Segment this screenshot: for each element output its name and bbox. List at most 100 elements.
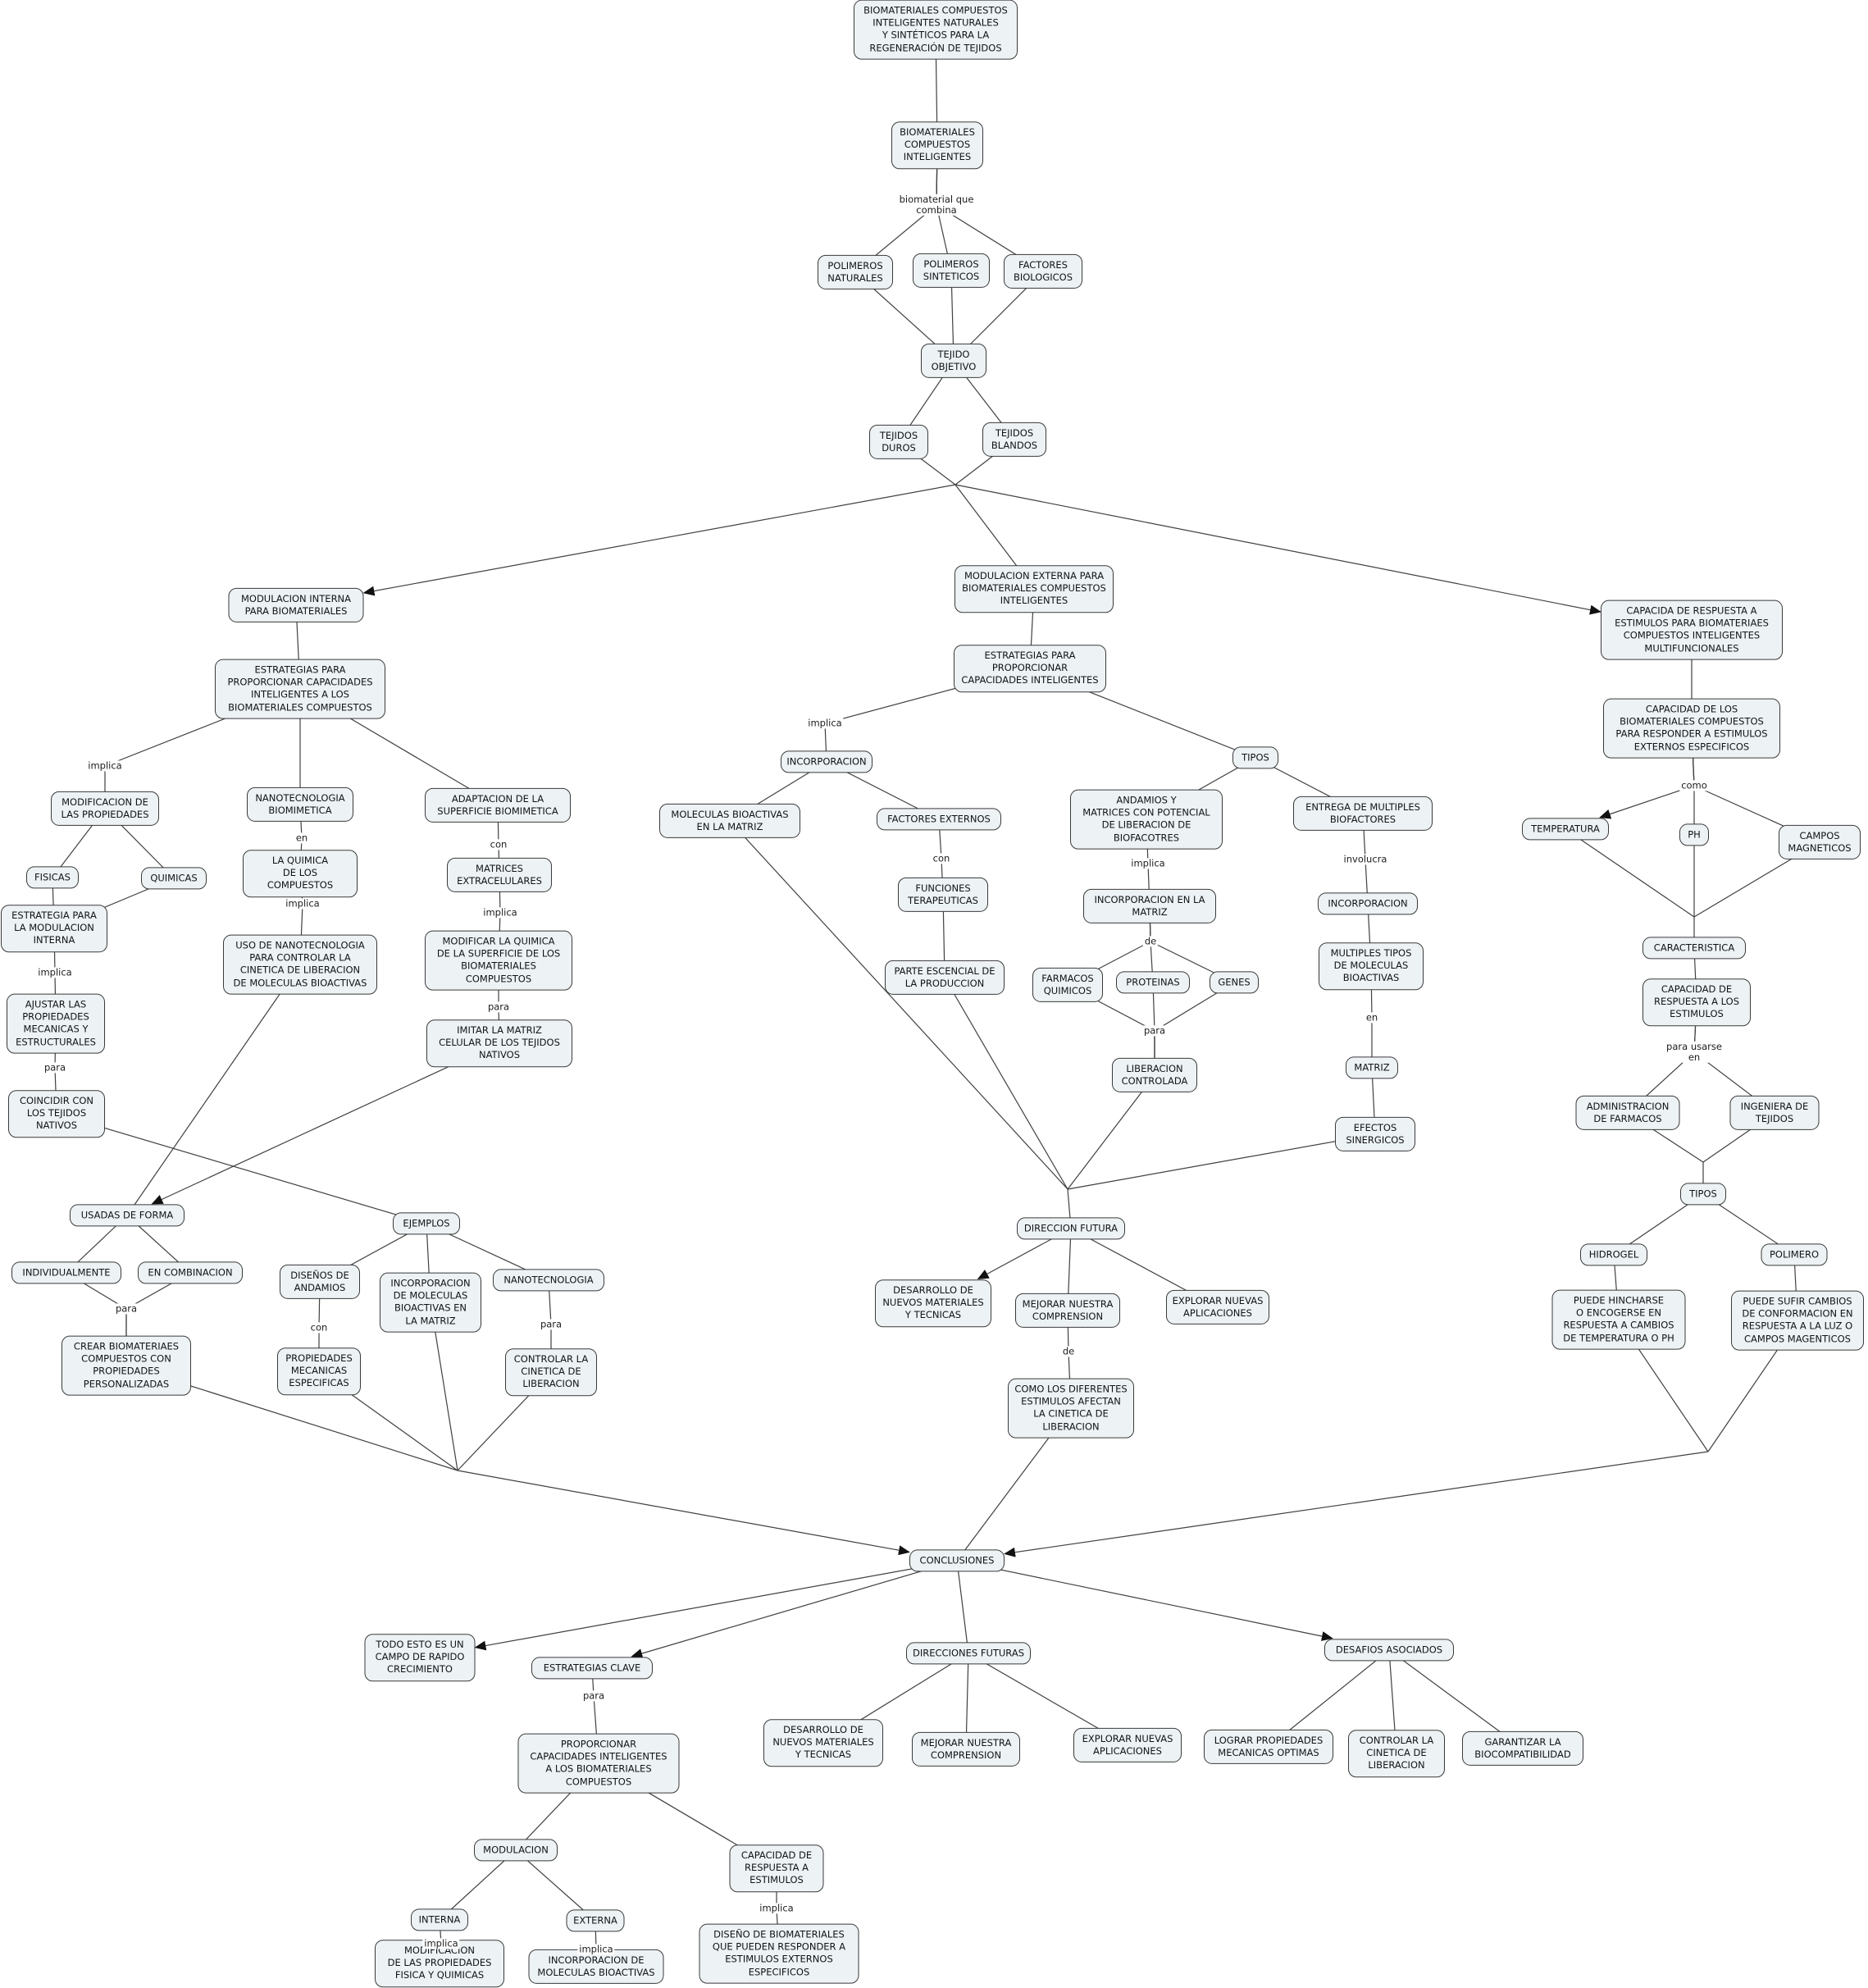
concept-node-matriz_r[interactable]: MATRIZ (1346, 1056, 1398, 1079)
concept-node-controlar_b[interactable]: CONTROLAR LA CINETICA DE LIBERACION (1348, 1730, 1445, 1777)
concept-node-polimero[interactable]: POLIMERO (1761, 1243, 1828, 1266)
concept-node-explorar_b[interactable]: EXPLORAR NUEVAS APLICACIONES (1073, 1727, 1182, 1763)
concept-node-interna_b[interactable]: INTERNA (411, 1908, 468, 1931)
concept-node-tipos_c[interactable]: TIPOS (1232, 746, 1278, 769)
concept-node-en_comb[interactable]: EN COMBINACION (138, 1261, 243, 1284)
concept-node-multiples[interactable]: MULTIPLES TIPOS DE MOLECULAS BIOACTIVAS (1319, 942, 1424, 990)
concept-node-disenos[interactable]: DISEÑOS DE ANDAMIOS (280, 1264, 360, 1300)
concept-node-moleculas[interactable]: MOLECULAS BIOACTIVAS EN LA MATRIZ (659, 803, 800, 839)
edge-line (474, 1560, 958, 1651)
concept-node-campos[interactable]: CAMPOS MAGNETICOS (1779, 824, 1861, 860)
concept-node-pol_sint[interactable]: POLIMEROS SINTETICOS (913, 253, 990, 289)
concept-node-nano_bio[interactable]: NANOTECNOLOGIA BIOMIMETICA (247, 787, 353, 823)
concept-node-bci[interactable]: BIOMATERIALES COMPUESTOS INTELIGENTES (891, 121, 983, 169)
concept-node-mod_externa[interactable]: MODULACION EXTERNA PARA BIOMATERIALES CO… (955, 565, 1114, 613)
concept-node-diseno_b[interactable]: DISEÑO DE BIOMATERIALES QUE PUEDEN RESPO… (699, 1923, 859, 1984)
concept-node-funciones[interactable]: FUNCIONES TERAPEUTICAS (898, 877, 988, 913)
concept-node-incorp_r[interactable]: INCORPORACION (1318, 892, 1418, 915)
concept-node-liberacion[interactable]: LIBERACION CONTROLADA (1112, 1057, 1197, 1093)
concept-node-modificacion[interactable]: MODIFICACION DE LAS PROPIEDADES (51, 791, 159, 827)
concept-node-la_quimica[interactable]: LA QUIMICA DE LOS COMPUESTOS (243, 850, 358, 897)
concept-node-adaptacion[interactable]: ADAPTACION DE LA SUPERFICIE BIOMIMETICA (425, 787, 571, 823)
concept-node-tejido_obj[interactable]: TEJIDO OBJETIVO (921, 343, 986, 379)
concept-node-incorp_c[interactable]: INCORPORACION (781, 750, 872, 773)
concept-node-temperatura[interactable]: TEMPERATURA (1522, 818, 1609, 841)
concept-node-explorar_f[interactable]: EXPLORAR NUEVAS APLICACIONES (1166, 1289, 1269, 1325)
concept-node-ejemplos[interactable]: EJEMPLOS (393, 1212, 460, 1235)
edge-line (1067, 1133, 1376, 1190)
concept-node-mejorar_b[interactable]: MEJORAR NUESTRA COMPRENSION (912, 1731, 1020, 1767)
concept-node-estr_left[interactable]: ESTRATEGIAS PARA PROPORCIONAR CAPACIDADE… (215, 659, 385, 719)
concept-node-farmacos[interactable]: FARMACOS QUIMICOS (1032, 967, 1103, 1003)
concept-node-como_dif[interactable]: COMO LOS DIFERENTES ESTIMULOS AFECTAN LA… (1008, 1378, 1134, 1439)
concept-node-ph[interactable]: PH (1679, 823, 1709, 846)
concept-node-estr_clave[interactable]: ESTRATEGIAS CLAVE (531, 1657, 653, 1680)
edge-line (631, 1560, 958, 1658)
concept-node-genes[interactable]: GENES (1210, 971, 1259, 994)
concept-node-crear[interactable]: CREAR BIOMATERIAES COMPUESTOS CON PROPIE… (62, 1335, 191, 1396)
concept-node-tipos_r[interactable]: TIPOS (1680, 1183, 1726, 1206)
concept-node-root[interactable]: BIOMATERIALES COMPUESTOS INTELIGENTES NA… (854, 0, 1018, 60)
concept-node-hincharse[interactable]: PUEDE HINCHARSE O ENCOGERSE EN RESPUESTA… (1551, 1289, 1686, 1350)
concept-node-incorp_ej[interactable]: INCORPORACION DE MOLECULAS BIOACTIVAS EN… (380, 1272, 481, 1333)
concept-node-imitar[interactable]: IMITAR LA MATRIZ CELULAR DE LOS TEJIDOS … (426, 1019, 572, 1067)
concept-node-parte[interactable]: PARTE ESCENCIAL DE LA PRODUCCION (885, 960, 1005, 996)
concept-node-coincidir[interactable]: COINCIDIR CON LOS TEJIDOS NATIVOS (8, 1090, 105, 1138)
concept-node-estr_mod[interactable]: ESTRATEGIA PARA LA MODULACION INTERNA (1, 905, 107, 952)
edge-line (944, 977, 1068, 1190)
concept-node-modulacion_b[interactable]: MODULACION (474, 1839, 558, 1862)
concept-node-fact_ext[interactable]: FACTORES EXTERNOS (877, 808, 1001, 831)
linking-phrase-label: para (113, 1302, 139, 1315)
linking-phrase-label: en (294, 832, 310, 844)
concept-node-administracion[interactable]: ADMINISTRACION DE FARMACOS (1575, 1095, 1680, 1131)
concept-node-lograr[interactable]: LOGRAR PROPIEDADES MECANICAS OPTIMAS (1204, 1729, 1333, 1765)
edge-line (126, 964, 301, 1216)
concept-node-fisicas[interactable]: FISICAS (26, 866, 79, 889)
concept-node-capacidad_est[interactable]: CAPACIDAD DE RESPUESTA A LOS ESTIMULOS (1642, 978, 1751, 1026)
concept-node-nano_ej[interactable]: NANOTECNOLOGIA (493, 1269, 604, 1292)
concept-node-caracteristica[interactable]: CARACTERISTICA (1642, 937, 1746, 960)
concept-node-proporcionar[interactable]: PROPORCIONAR CAPACIDADES INTELIGENTES A … (517, 1733, 680, 1794)
concept-node-individ[interactable]: INDIVIDUALMENTE (11, 1261, 121, 1284)
concept-node-quimicas[interactable]: QUIMICAS (141, 867, 207, 890)
concept-node-mejorar_f[interactable]: MEJORAR NUESTRA COMPRENSION (1015, 1293, 1120, 1329)
concept-node-incorporacion_b[interactable]: INCORPORACION DE MOLECULAS BIOACTIVAS (528, 1949, 664, 1985)
concept-node-desarrollo_f[interactable]: DESARROLLO DE NUEVOS MATERIALES Y TECNIC… (875, 1279, 991, 1327)
concept-node-matrices[interactable]: MATRICES EXTRACELULARES (447, 857, 552, 893)
concept-node-dir_futura[interactable]: DIRECCION FUTURA (1017, 1217, 1125, 1240)
linking-phrase-label: biomaterial que combina (897, 193, 976, 217)
concept-node-efectos[interactable]: EFECTOS SINERGICOS (1335, 1116, 1415, 1152)
concept-node-garantizar[interactable]: GARANTIZAR LA BIOCOMPATIBILIDAD (1462, 1730, 1583, 1767)
concept-node-uso_nano[interactable]: USO DE NANOTECNOLOGIA PARA CONTROLAR LA … (223, 934, 377, 995)
concept-node-capacidad_los[interactable]: CAPACIDAD DE LOS BIOMATERIALES COMPUESTO… (1603, 698, 1780, 759)
concept-node-blandos[interactable]: TEJIDOS BLANDOS (982, 422, 1046, 458)
concept-node-desafios[interactable]: DESAFIOS ASOCIADOS (1324, 1639, 1454, 1662)
concept-node-duros[interactable]: TEJIDOS DUROS (869, 424, 928, 460)
concept-node-usadas[interactable]: USADAS DE FORMA (70, 1204, 185, 1227)
concept-node-fact_bio[interactable]: FACTORES BIOLOGICOS (1004, 253, 1082, 290)
concept-node-prop_mec[interactable]: PROPIEDADES MECANICAS ESPECIFICAS (277, 1347, 361, 1395)
concept-node-ingeniera[interactable]: INGENIERA DE TEJIDOS (1729, 1095, 1820, 1131)
concept-node-mod_interna[interactable]: MODULACION INTERNA PARA BIOMATERIALES (228, 587, 364, 623)
concept-node-sufir[interactable]: PUEDE SUFIR CAMBIOS DE CONFORMACION EN R… (1731, 1290, 1864, 1351)
concept-node-capacida[interactable]: CAPACIDA DE RESPUESTA A ESTIMULOS PARA B… (1601, 600, 1783, 660)
concept-node-dir_futuras_b[interactable]: DIRECCIONES FUTURAS (906, 1642, 1031, 1665)
concept-node-capacidad_b[interactable]: CAPACIDAD DE RESPUESTA A ESTIMULOS (729, 1844, 824, 1892)
concept-node-entrega[interactable]: ENTREGA DE MULTIPLES BIOFACTORES (1293, 796, 1433, 832)
concept-node-estr_center[interactable]: ESTRATEGIAS PARA PROPORCIONAR CAPACIDADE… (954, 645, 1106, 692)
concept-node-externa_b[interactable]: EXTERNA (566, 1909, 625, 1932)
concept-node-controlar_ej[interactable]: CONTROLAR LA CINETICA DE LIBERACION (505, 1348, 597, 1396)
concept-node-conclusiones[interactable]: CONCLUSIONES (909, 1549, 1005, 1572)
concept-node-modificar[interactable]: MODIFICAR LA QUIMICA DE LA SUPERFICIE DE… (425, 930, 572, 991)
concept-node-andamios[interactable]: ANDAMIOS Y MATRICES CON POTENCIAL DE LIB… (1070, 789, 1223, 850)
concept-node-incorp_matriz[interactable]: INCORPORACION EN LA MATRIZ (1083, 888, 1216, 924)
concept-node-todo_esto[interactable]: TODO ESTO ES UN CAMPO DE RAPIDO CRECIMIE… (364, 1634, 476, 1681)
concept-node-hidrogel[interactable]: HIDROGEL (1580, 1243, 1647, 1266)
linking-phrase-label: para (1141, 1024, 1168, 1037)
edge-line (439, 1849, 517, 1921)
linking-phrase-label: implica (758, 1902, 795, 1914)
concept-node-desarrollo_b[interactable]: DESARROLLO DE NUEVOS MATERIALES Y TECNIC… (763, 1719, 883, 1767)
concept-node-pol_nat[interactable]: POLIMEROS NATURALES (818, 254, 893, 290)
concept-node-proteinas[interactable]: PROTEINAS (1116, 971, 1190, 994)
concept-node-ajustar[interactable]: AJUSTAR LAS PROPIEDADES MECANICAS Y ESTR… (7, 993, 105, 1054)
